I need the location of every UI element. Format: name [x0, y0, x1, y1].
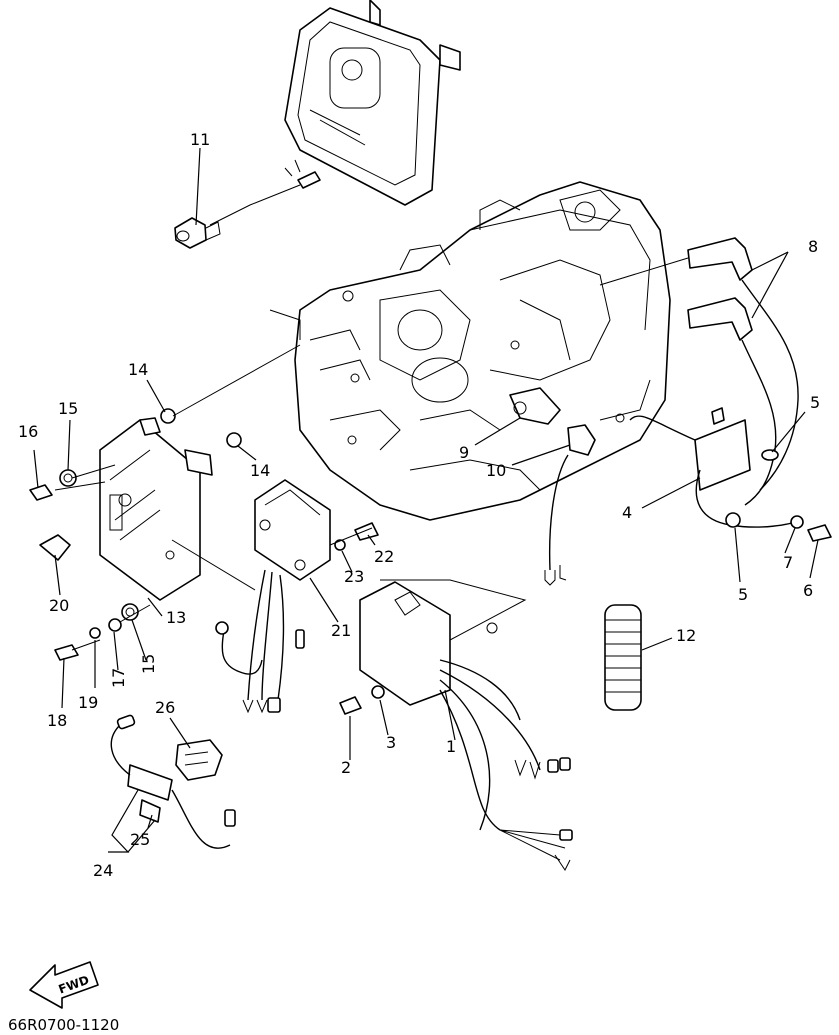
- callout-24: 24: [93, 861, 113, 880]
- fasteners: [29, 344, 832, 715]
- sensor-9: [509, 387, 561, 425]
- callout-18: 18: [47, 711, 67, 730]
- clip-26: [175, 739, 223, 781]
- fwd-arrow: FWD: [29, 961, 99, 1009]
- callout-6: 6: [803, 581, 813, 600]
- cdi-unit-1: [359, 579, 573, 871]
- callout-7: 7: [783, 553, 793, 572]
- callout-5-upper: 5: [810, 393, 820, 412]
- leader-lines: [33, 147, 819, 853]
- harness-24: [110, 714, 236, 849]
- callout-23: 23: [344, 567, 364, 586]
- callout-3: 3: [386, 733, 396, 752]
- callout-4: 4: [622, 503, 632, 522]
- callout-5-lower: 5: [738, 585, 748, 604]
- callout-15-upper: 15: [58, 399, 78, 418]
- callout-21: 21: [331, 621, 351, 640]
- plug-caps-8: [599, 237, 799, 506]
- callout-8: 8: [808, 237, 818, 256]
- callout-22: 22: [374, 547, 394, 566]
- callout-12: 12: [676, 626, 696, 645]
- callout-16: 16: [18, 422, 38, 441]
- callout-14-left: 14: [128, 360, 148, 379]
- engine-block: [269, 181, 671, 521]
- callout-1: 1: [446, 737, 456, 756]
- callout-15-lower: 15: [139, 654, 158, 674]
- callout-25: 25: [130, 830, 150, 849]
- ignition-coil-4: [629, 407, 801, 528]
- callout-13: 13: [166, 608, 186, 627]
- callout-10: 10: [486, 461, 506, 480]
- callout-17: 17: [109, 668, 128, 688]
- callout-19: 19: [78, 693, 98, 712]
- cap-10: [544, 424, 596, 586]
- top-cover: [284, 0, 461, 206]
- callout-26: 26: [155, 698, 175, 717]
- unit-21: [215, 479, 331, 714]
- callout-labels: 11 8 5 4 5 6 7 9 10 12 14 14 15 16 13 15…: [18, 130, 820, 880]
- callout-14-right: 14: [250, 461, 270, 480]
- callout-11: 11: [190, 130, 210, 149]
- callout-2: 2: [341, 758, 351, 777]
- sleeve-12: [604, 604, 642, 711]
- bracket-13: [99, 417, 213, 601]
- callout-9: 9: [459, 443, 469, 462]
- diagram-code: 66R0700-1120: [8, 1016, 119, 1034]
- sensor-11: [174, 159, 321, 249]
- callout-20: 20: [49, 596, 69, 615]
